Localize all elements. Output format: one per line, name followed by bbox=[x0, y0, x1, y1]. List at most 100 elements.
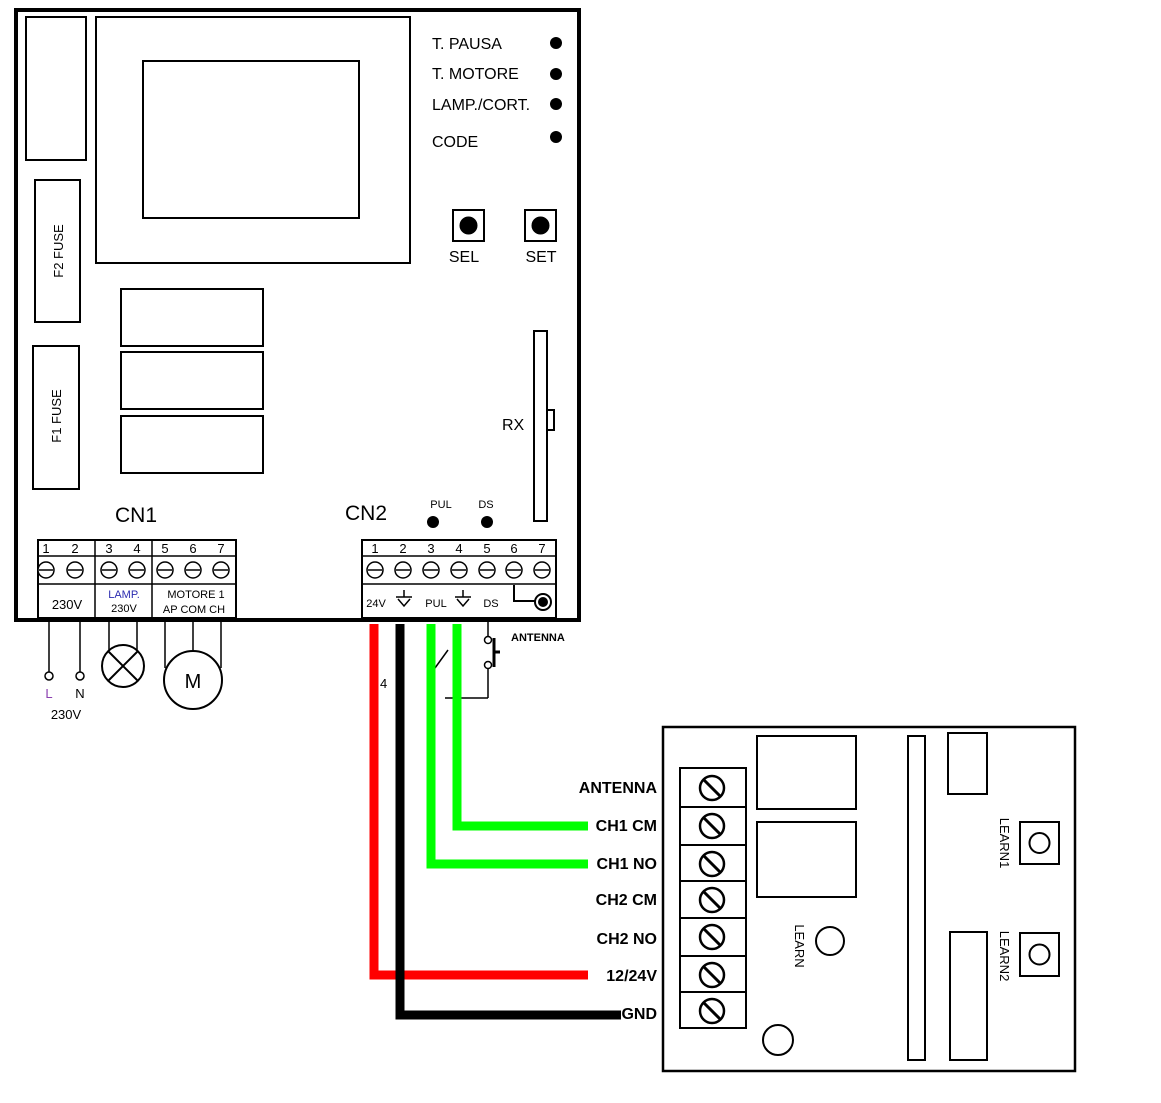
cn2-led-ds-label: DS bbox=[478, 499, 493, 511]
motor-label: M bbox=[185, 671, 202, 693]
receiver-relay-1 bbox=[756, 735, 857, 810]
receiver-terminal-label: GND bbox=[621, 1006, 657, 1023]
learn-button[interactable] bbox=[815, 926, 845, 956]
cn2-pin-number: 7 bbox=[538, 541, 545, 556]
antenna-connector-icon bbox=[534, 593, 552, 611]
antenna-connection-icon bbox=[513, 585, 536, 602]
set-button[interactable] bbox=[524, 209, 557, 242]
learn1-label: LEARN1 bbox=[997, 818, 1012, 869]
receiver-board bbox=[661, 725, 1077, 1073]
terminal-screw-slot bbox=[702, 816, 722, 836]
led-t-motore bbox=[550, 68, 562, 80]
cn2-pin-number: 1 bbox=[371, 541, 378, 556]
cn2-title: CN2 bbox=[345, 502, 387, 525]
led-code bbox=[550, 131, 562, 143]
set-button-cap bbox=[531, 216, 550, 235]
wire-red-24v bbox=[369, 624, 588, 980]
cn2-label-24v: 24V bbox=[366, 598, 386, 610]
supply-wiring bbox=[44, 620, 85, 681]
receiver-terminal-label: CH2 NO bbox=[597, 931, 657, 948]
receiver-terminal-label: 12/24V bbox=[606, 968, 657, 985]
pushbutton-contact-icon bbox=[434, 620, 500, 699]
cn1-pin-number: 1 bbox=[42, 541, 49, 556]
rx-label: RX bbox=[502, 417, 525, 434]
cn1-label-motore: MOTORE 1 bbox=[167, 589, 224, 601]
supply-label-voltage: 230V bbox=[51, 707, 82, 722]
cn2-led-pul-label: PUL bbox=[430, 499, 451, 511]
cn2-label-pul: PUL bbox=[425, 598, 446, 610]
cn2-pin-number: 2 bbox=[399, 541, 406, 556]
receiver-terminals bbox=[680, 774, 746, 1025]
motor-icon bbox=[163, 620, 223, 710]
rx-module-tab bbox=[546, 409, 555, 431]
cn1-terminal-block: 1 2 3 4 5 6 7 230V LAMP. 230V MOTORE 1 A… bbox=[37, 539, 237, 619]
relay-2 bbox=[120, 351, 264, 410]
cn1-terminal-outline bbox=[37, 539, 237, 619]
supply-label-n: N bbox=[75, 686, 84, 701]
cn1-pin-number: 2 bbox=[71, 541, 78, 556]
cn1-label-motore-pins: AP COM CH bbox=[163, 604, 225, 616]
cn2-pin-number: 5 bbox=[483, 541, 490, 556]
fuse-f1-label: F1 FUSE bbox=[49, 389, 64, 443]
sel-button[interactable] bbox=[452, 209, 485, 242]
cn1-pin-number: 6 bbox=[189, 541, 196, 556]
receiver-terminal-label: ANTENNA bbox=[579, 780, 658, 797]
cn2-terminal-outline bbox=[361, 539, 557, 619]
relay-3 bbox=[120, 415, 264, 474]
antenna-connector-core bbox=[538, 597, 548, 607]
learn1-button[interactable] bbox=[1019, 821, 1060, 865]
led-label-t-pausa: T. PAUSA bbox=[432, 36, 502, 53]
receiver-terminal-label: CH2 CM bbox=[596, 892, 657, 909]
cn1-pin-number: 4 bbox=[133, 541, 140, 556]
terminal-screw-slot bbox=[702, 927, 722, 947]
led-label-t-motore: T. MOTORE bbox=[432, 66, 519, 83]
sel-button-cap bbox=[459, 216, 478, 235]
wire-mark: 4 bbox=[380, 676, 387, 691]
receiver-relay-2 bbox=[756, 821, 857, 898]
ground-symbol-icon bbox=[396, 590, 412, 608]
led-t-pausa bbox=[550, 37, 562, 49]
fuse-f2 bbox=[34, 179, 81, 323]
cn2-led-pul bbox=[427, 516, 439, 528]
antenna-label: ANTENNA bbox=[511, 632, 565, 644]
receiver-terminal-label: CH1 NO bbox=[597, 856, 657, 873]
cn1-screws bbox=[37, 561, 230, 579]
learn-button-label: LEARN bbox=[792, 924, 807, 967]
cn1-label-lamp-voltage: 230V bbox=[111, 603, 137, 615]
terminal-screw-slot bbox=[702, 778, 722, 798]
lamp-icon bbox=[101, 620, 145, 688]
transformer-core bbox=[142, 60, 360, 219]
led-label-code: CODE bbox=[432, 134, 478, 151]
board-component-block bbox=[25, 16, 87, 161]
wire-green-pul bbox=[426, 624, 588, 869]
terminal-screw-slot bbox=[702, 854, 722, 874]
led-label-lamp-cort: LAMP./CORT. bbox=[432, 97, 530, 114]
cn2-screws bbox=[366, 561, 551, 579]
cn2-terminal-block: 1 2 3 4 5 6 7 24V PUL DS bbox=[361, 539, 557, 619]
ground-symbol-icon bbox=[455, 590, 471, 608]
receiver-terminal-label: CH1 CM bbox=[596, 818, 657, 835]
terminal-screw-slot bbox=[702, 965, 722, 985]
cn2-label-ds: DS bbox=[483, 598, 498, 610]
cn1-label-lamp: LAMP. bbox=[108, 589, 140, 601]
led-lamp-cort bbox=[550, 98, 562, 110]
learn2-label: LEARN2 bbox=[997, 931, 1012, 982]
transformer-outline bbox=[95, 16, 411, 264]
learn2-button[interactable] bbox=[1019, 932, 1060, 977]
wire-green-gnd bbox=[452, 624, 588, 831]
sel-button-label: SEL bbox=[449, 249, 479, 266]
learn2-button-cap bbox=[1028, 943, 1051, 966]
fuse-f2-label: F2 FUSE bbox=[51, 224, 66, 278]
cn2-led-ds bbox=[481, 516, 493, 528]
cn1-pin-number: 3 bbox=[105, 541, 112, 556]
cn1-pin-number: 5 bbox=[161, 541, 168, 556]
receiver-component bbox=[949, 931, 988, 1061]
relay-1 bbox=[120, 288, 264, 347]
terminal-screw-slot bbox=[702, 1001, 722, 1021]
set-button-label: SET bbox=[525, 249, 556, 266]
cn2-pin-number: 4 bbox=[455, 541, 462, 556]
receiver-terminal-block bbox=[679, 767, 747, 1029]
supply-label-l: L bbox=[45, 686, 52, 701]
cn1-title: CN1 bbox=[115, 504, 157, 527]
